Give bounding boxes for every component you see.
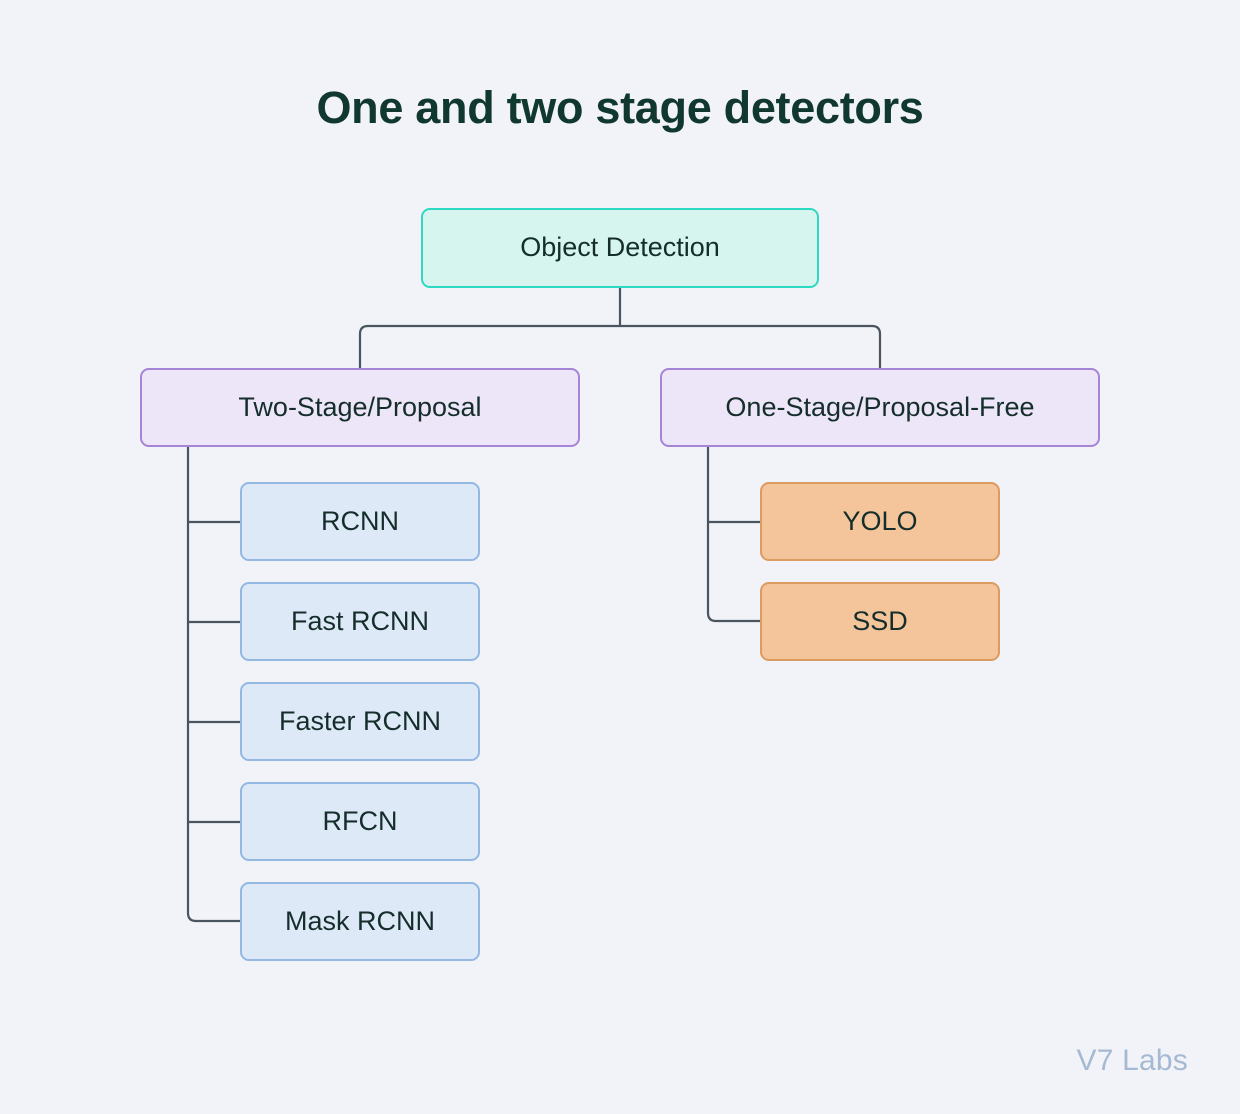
connector-right-trunk <box>706 445 762 623</box>
node-faster-rcnn[interactable]: Faster RCNN <box>240 682 480 761</box>
node-ssd[interactable]: SSD <box>760 582 1000 661</box>
node-rfcn[interactable]: RFCN <box>240 782 480 861</box>
connector-root-bus <box>358 324 882 370</box>
node-two-stage-proposal[interactable]: Two-Stage/Proposal <box>140 368 580 447</box>
node-object-detection[interactable]: Object Detection <box>421 208 819 288</box>
page-title: One and two stage detectors <box>316 82 924 133</box>
watermark-v7-labs: V7 Labs <box>1076 1044 1188 1077</box>
connector-left-trunk <box>186 445 242 923</box>
node-mask-rcnn[interactable]: Mask RCNN <box>240 882 480 961</box>
node-rcnn[interactable]: RCNN <box>240 482 480 561</box>
node-yolo[interactable]: YOLO <box>760 482 1000 561</box>
node-one-stage-proposal-free[interactable]: One-Stage/Proposal-Free <box>660 368 1100 447</box>
node-fast-rcnn[interactable]: Fast RCNN <box>240 582 480 661</box>
